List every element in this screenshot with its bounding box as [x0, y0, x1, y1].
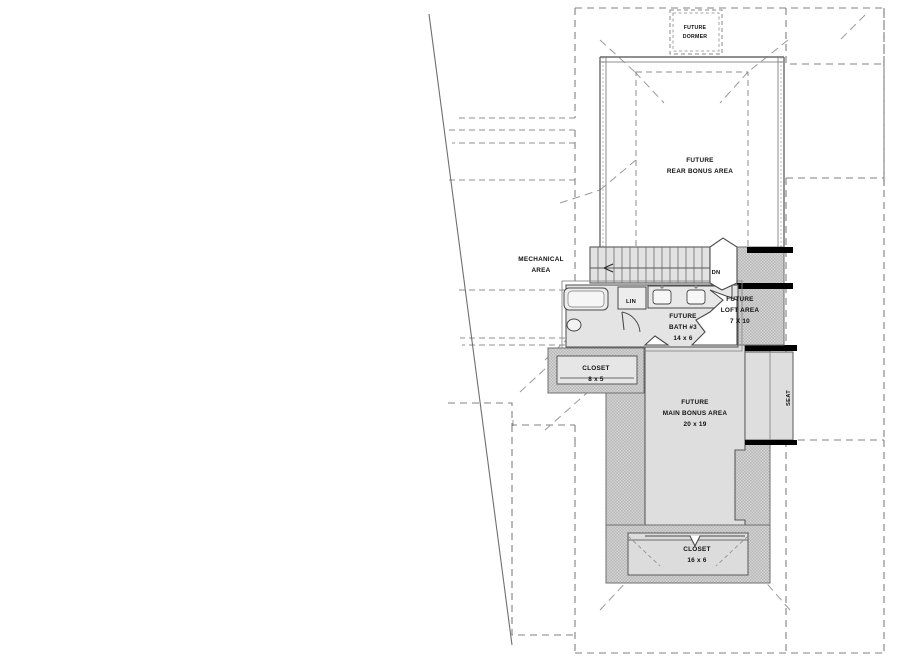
linen-closet	[617, 286, 647, 310]
fixture-bathtub	[563, 287, 609, 311]
room-future-loft-area	[736, 246, 793, 346]
room-future-main-bonus-area	[605, 344, 771, 579]
label-bath3-dimension: 14 x 6	[673, 335, 692, 342]
label-closet-lower: CLOSET	[683, 546, 710, 553]
label-mechanical-line2: AREA	[531, 267, 550, 274]
window-wall-bottom	[745, 440, 797, 445]
label-rear-bonus-line2: REAR BONUS AREA	[667, 168, 733, 175]
loft-window-top	[747, 247, 793, 253]
label-loft-line1: FUTURE	[726, 296, 754, 303]
site-diagonal-line	[428, 13, 513, 646]
fixture-vanity	[647, 285, 733, 309]
label-loft-dimension: 7 X 10	[730, 318, 750, 325]
stair-treads	[597, 247, 703, 283]
label-future-dormer-line2: DORMER	[683, 34, 708, 40]
room-closet-upper	[547, 347, 645, 394]
label-closet-lower-dimension: 16 x 6	[687, 557, 706, 564]
label-closet-upper-dimension: 8 x 5	[588, 376, 604, 383]
label-loft-line2: LOFT AREA	[721, 307, 760, 314]
label-linen-closet: LIN	[626, 299, 636, 305]
label-main-bonus-line2: MAIN BONUS AREA	[663, 410, 728, 417]
stair-assembly	[589, 246, 711, 284]
room-future-dormer	[669, 9, 723, 55]
label-bath3-line1: FUTURE	[669, 313, 697, 320]
door-swing-bath	[621, 311, 641, 333]
label-mechanical-line1: MECHANICAL	[518, 256, 563, 263]
fixture-toilet	[566, 318, 582, 332]
label-bath3-line2: BATH #3	[669, 324, 697, 331]
label-seat: SEAT	[786, 390, 792, 406]
loft-window-bottom	[737, 283, 793, 289]
room-closet-lower	[605, 524, 771, 584]
door-swings	[643, 237, 738, 346]
label-rear-bonus-line1: FUTURE	[686, 157, 714, 164]
label-stair-direction: DN	[712, 270, 721, 276]
label-main-bonus-dimension: 20 x 19	[683, 421, 706, 428]
roof-break-lines	[446, 117, 575, 430]
stair-arrow-left-icon	[603, 263, 614, 273]
label-future-dormer-line1: FUTURE	[684, 25, 707, 31]
window-wall-top	[745, 345, 797, 351]
label-main-bonus-line1: FUTURE	[681, 399, 709, 406]
roof-outline-dashed	[574, 7, 885, 654]
room-labels: FUTURE DORMER FUTURE REAR BONUS AREA MEC…	[518, 25, 792, 564]
label-closet-upper: CLOSET	[582, 365, 609, 372]
lower-left-outline	[448, 402, 576, 636]
seat-alcove	[744, 345, 797, 445]
